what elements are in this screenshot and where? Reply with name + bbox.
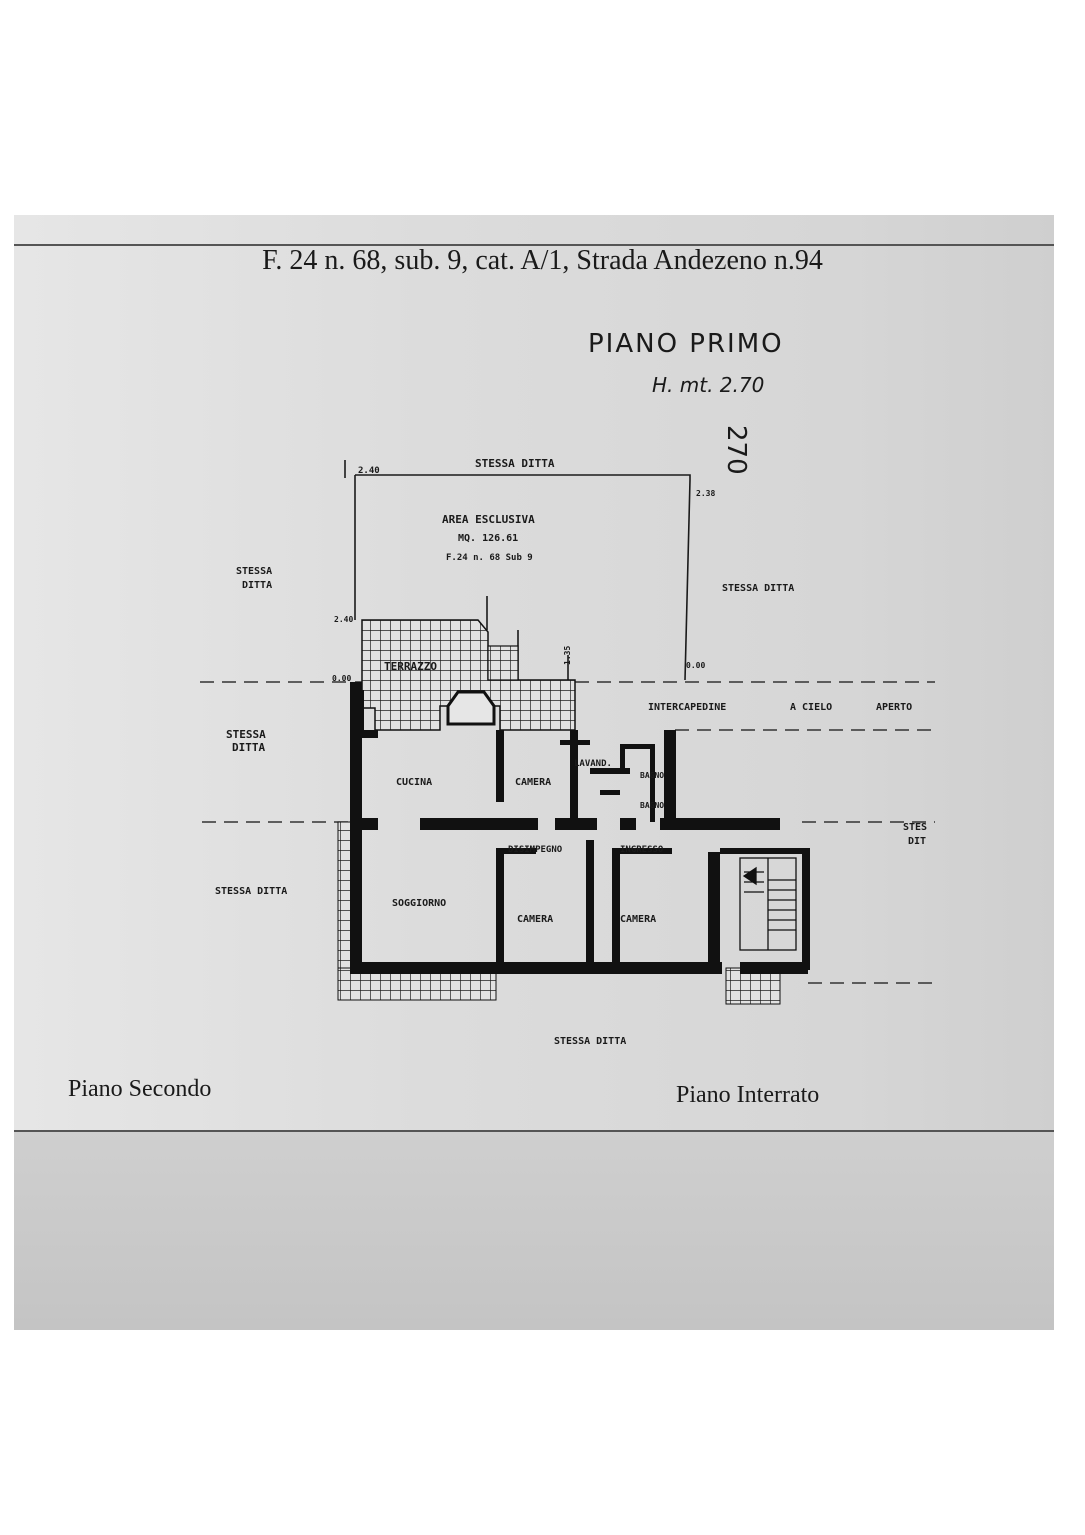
rotated-mark: 270	[721, 425, 751, 475]
intercapedine-label: A CIELO	[790, 702, 832, 713]
intercapedine-label: APERTO	[876, 702, 912, 713]
walls	[350, 682, 810, 974]
room-label-lavanderia: LAVAND.	[574, 759, 612, 769]
neighbor-label-top: STESSA DITTA	[475, 457, 555, 470]
room-label-ingresso: INGRESSO	[620, 845, 664, 855]
exclusive-area-boundary	[344, 460, 691, 682]
exclusive-area-size: MQ. 126.61	[458, 533, 518, 544]
neighbor-label-left-1b: DITTA	[242, 580, 272, 591]
elevation-label: 2.40	[358, 466, 380, 476]
neighbor-label-left-2: STESSA	[226, 728, 266, 741]
neighbor-label-bottom: STESSA DITTA	[554, 1036, 626, 1047]
neighbor-label-left-3: STESSA DITTA	[215, 886, 287, 897]
room-label-camera-right: CAMERA	[620, 914, 656, 925]
neighbor-label-right-cut-1: STES	[903, 822, 927, 833]
neighbor-label-left-1: STESSA	[236, 566, 272, 577]
header-rule	[14, 244, 1054, 246]
elevation-label: 0.00	[686, 661, 705, 670]
scan-shadow-band	[14, 1130, 1054, 1330]
footer-rule	[14, 1130, 1054, 1132]
neighbor-label-right-1: STESSA DITTA	[722, 583, 794, 594]
elevation-label: 2.38	[696, 489, 715, 498]
room-label-bagno-2: BAGNO	[640, 801, 664, 810]
floor-title: PIANO PRIMO	[588, 329, 784, 359]
elevation-label: 2.40	[334, 615, 353, 624]
exclusive-area-ref: F.24 n. 68 Sub 9	[446, 553, 533, 563]
room-label-camera-left: CAMERA	[517, 914, 553, 925]
room-label-bagno-1: BAGNO	[640, 771, 664, 780]
room-label-soggiorno: SOGGIORNO	[392, 898, 446, 909]
staircase	[739, 857, 797, 951]
elevation-label: 0.00	[332, 674, 351, 683]
elevation-label: 1.35	[563, 646, 572, 665]
exclusive-area-title: AREA ESCLUSIVA	[442, 513, 535, 526]
intercapedine-label: INTERCAPEDINE	[648, 702, 726, 713]
neighbor-label-right-cut-2: DIT	[908, 836, 926, 847]
height-note: H. mt. 2.70	[652, 373, 764, 397]
room-label-cucina: CUCINA	[396, 777, 432, 788]
room-label-camera-upper: CAMERA	[515, 777, 551, 788]
footer-label-left: Piano Secondo	[68, 1076, 212, 1102]
footer-label-right: Piano Interrato	[676, 1082, 820, 1108]
property-info: F. 24 n. 68, sub. 9, cat. A/1, Strada An…	[262, 245, 823, 276]
room-label-disimpegno: DISIMPEGNO	[508, 845, 563, 855]
neighbor-label-left-2b: DITTA	[232, 741, 265, 754]
room-label-terrazzo: TERRAZZO	[384, 660, 437, 673]
